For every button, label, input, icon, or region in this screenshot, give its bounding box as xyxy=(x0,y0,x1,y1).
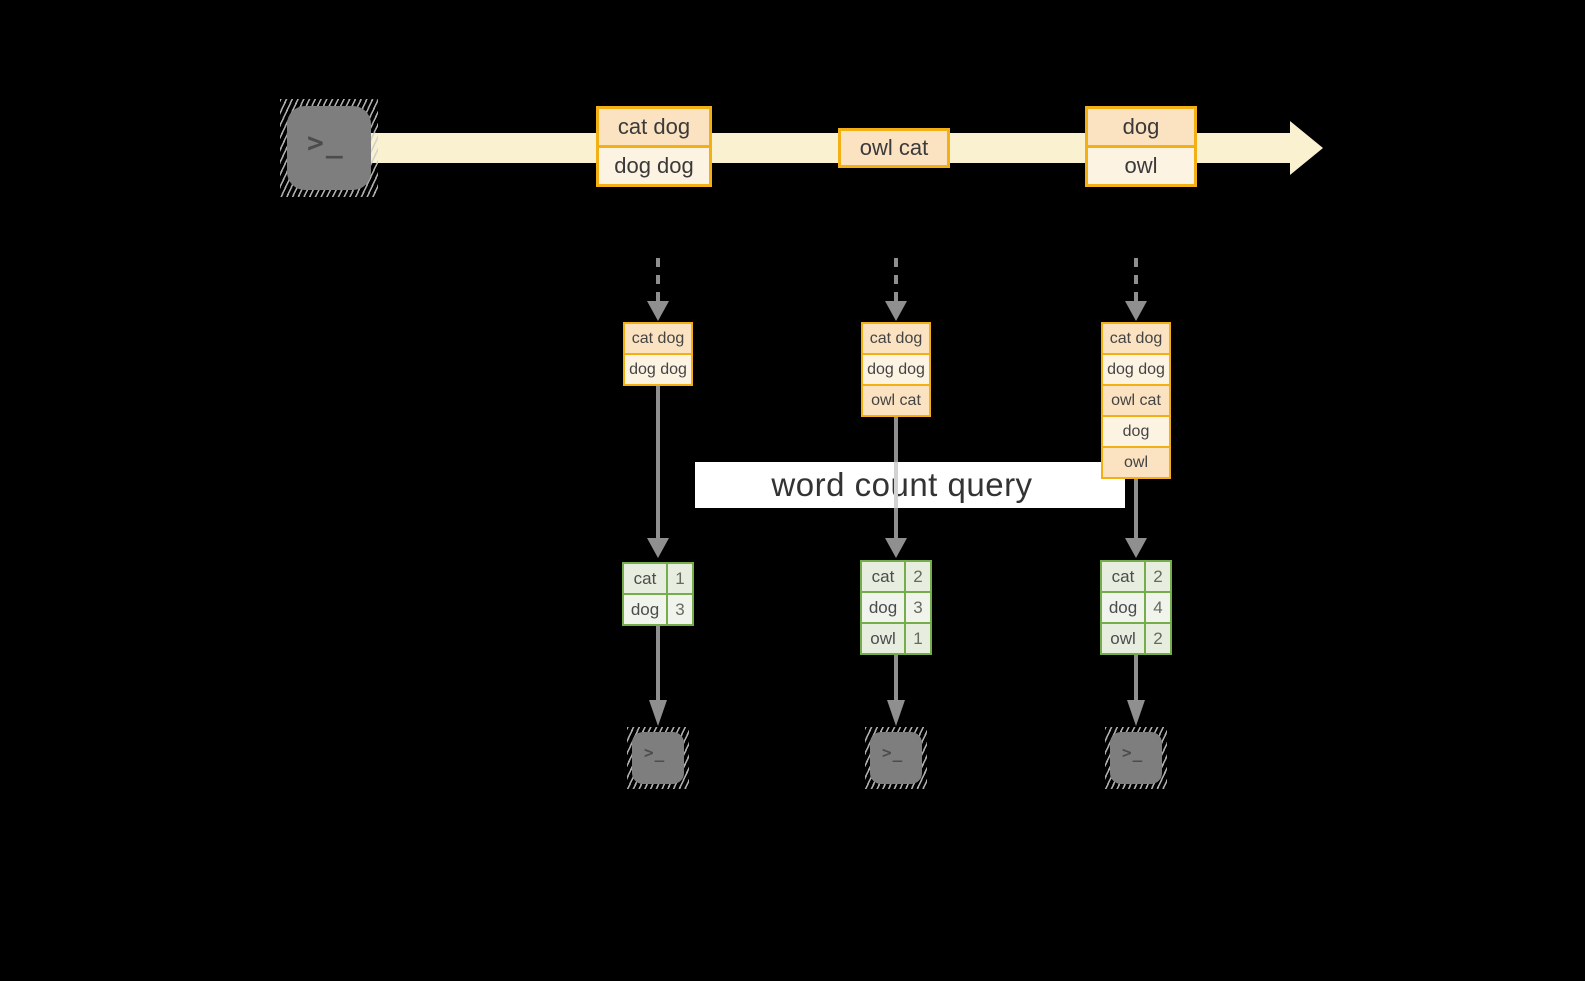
stream-event-box-1: cat dog dog dog xyxy=(596,106,712,187)
output-arrow-2 xyxy=(894,655,898,700)
state-buffer-3: cat dog dog dog owl cat dog owl xyxy=(1101,322,1171,479)
wordcount-table-1: cat 1 dog 3 xyxy=(622,562,694,626)
stream-record: dog dog xyxy=(599,148,709,184)
terminal-screen: >_ xyxy=(287,106,371,190)
state-record: cat dog xyxy=(863,324,929,353)
terminal-prompt-icon: >_ xyxy=(882,743,904,762)
count-cell: 1 xyxy=(906,624,930,653)
query-arrow-3 xyxy=(1134,479,1138,538)
table-row: owl 1 xyxy=(862,624,930,653)
table-row: dog 3 xyxy=(624,595,692,624)
count-cell: 1 xyxy=(668,564,692,593)
table-row: cat 1 xyxy=(624,564,692,593)
word-cell: owl xyxy=(1102,624,1144,653)
stream-event-box-2: owl cat xyxy=(838,128,950,168)
ingest-dashed-arrow-2 xyxy=(894,258,898,302)
ingest-dashed-arrow-1 xyxy=(656,258,660,302)
table-row: cat 2 xyxy=(862,562,930,591)
query-arrowhead-2-icon xyxy=(885,538,907,558)
terminal-screen: >_ xyxy=(870,732,922,784)
word-cell: cat xyxy=(862,562,904,591)
count-cell: 2 xyxy=(1146,624,1170,653)
ingest-arrowhead-1-icon xyxy=(647,301,669,321)
terminal-screen: >_ xyxy=(632,732,684,784)
state-record: owl xyxy=(1103,448,1169,477)
terminal-screen: >_ xyxy=(1110,732,1162,784)
ingest-arrowhead-2-icon xyxy=(885,301,907,321)
query-arrow-1 xyxy=(656,386,660,538)
wordcount-table-3: cat 2 dog 4 owl 2 xyxy=(1100,560,1172,655)
state-record: cat dog xyxy=(625,324,691,353)
terminal-prompt-icon: >_ xyxy=(307,126,345,159)
query-arrowhead-1-icon xyxy=(647,538,669,558)
stream-record: dog xyxy=(1088,109,1194,145)
sink-terminal-icon-3: >_ xyxy=(1105,727,1167,789)
output-arrowhead-1-icon xyxy=(649,700,667,726)
state-record: dog dog xyxy=(863,355,929,384)
stream-event-box-3: dog owl xyxy=(1085,106,1197,187)
state-record: cat dog xyxy=(1103,324,1169,353)
output-arrowhead-3-icon xyxy=(1127,700,1145,726)
query-banner-label: word count query xyxy=(771,466,1033,503)
count-cell: 2 xyxy=(1146,562,1170,591)
word-cell: dog xyxy=(862,593,904,622)
ingest-arrowhead-3-icon xyxy=(1125,301,1147,321)
word-cell: owl xyxy=(862,624,904,653)
count-cell: 3 xyxy=(668,595,692,624)
state-buffer-1: cat dog dog dog xyxy=(623,322,693,386)
table-row: owl 2 xyxy=(1102,624,1170,653)
count-cell: 2 xyxy=(906,562,930,591)
state-record: owl cat xyxy=(863,386,929,415)
stream-timeline-arrowhead-icon xyxy=(1290,121,1323,175)
terminal-prompt-icon: >_ xyxy=(1122,743,1144,762)
sink-terminal-icon-1: >_ xyxy=(627,727,689,789)
word-cell: dog xyxy=(1102,593,1144,622)
state-record: dog xyxy=(1103,417,1169,446)
word-cell: cat xyxy=(1102,562,1144,591)
output-arrow-3 xyxy=(1134,655,1138,700)
state-record: dog dog xyxy=(625,355,691,384)
source-terminal-icon: >_ xyxy=(280,99,378,197)
ingest-dashed-arrow-3 xyxy=(1134,258,1138,302)
query-arrow-2-overlay xyxy=(894,462,898,508)
word-cell: cat xyxy=(624,564,666,593)
terminal-prompt-icon: >_ xyxy=(644,743,666,762)
word-cell: dog xyxy=(624,595,666,624)
output-arrowhead-2-icon xyxy=(887,700,905,726)
state-buffer-2: cat dog dog dog owl cat xyxy=(861,322,931,417)
stream-record: owl xyxy=(1088,148,1194,184)
table-row: dog 3 xyxy=(862,593,930,622)
count-cell: 3 xyxy=(906,593,930,622)
table-row: cat 2 xyxy=(1102,562,1170,591)
query-arrowhead-3-icon xyxy=(1125,538,1147,558)
count-cell: 4 xyxy=(1146,593,1170,622)
stream-record: owl cat xyxy=(841,131,947,165)
state-record: owl cat xyxy=(1103,386,1169,415)
state-record: dog dog xyxy=(1103,355,1169,384)
stream-record: cat dog xyxy=(599,109,709,145)
sink-terminal-icon-2: >_ xyxy=(865,727,927,789)
wordcount-table-2: cat 2 dog 3 owl 1 xyxy=(860,560,932,655)
output-arrow-1 xyxy=(656,626,660,700)
query-banner: word count query xyxy=(695,462,1125,508)
table-row: dog 4 xyxy=(1102,593,1170,622)
